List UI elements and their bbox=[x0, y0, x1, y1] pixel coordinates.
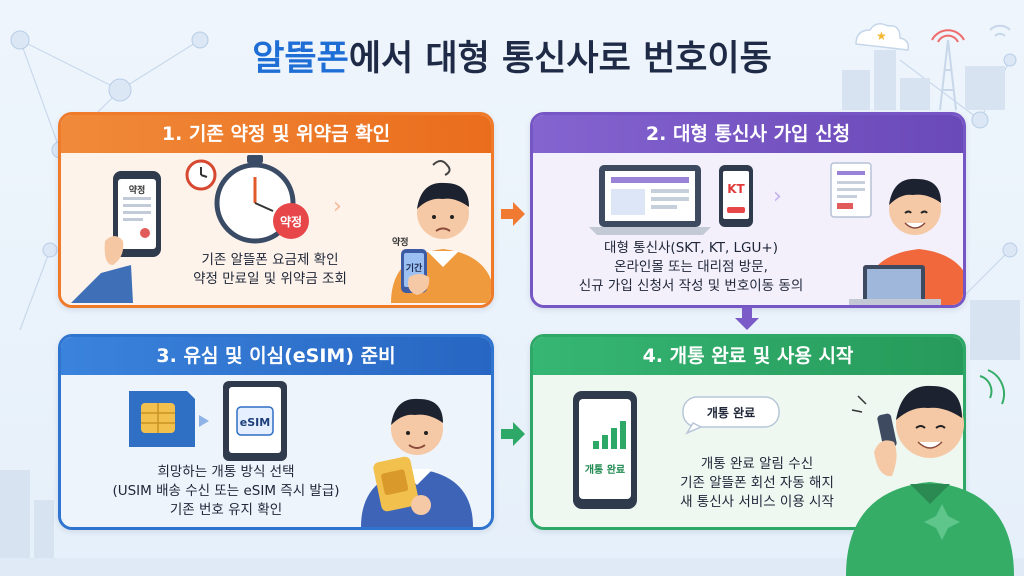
step-4-heading: 4. 개통 완료 및 사용 시작 bbox=[533, 337, 963, 375]
step-1-card: 1. 기존 약정 및 위약금 확인 약정 bbox=[58, 112, 494, 308]
step-2-heading: 2. 대형 통신사 가입 신청 bbox=[533, 115, 963, 153]
contract-badge-label: 약정 bbox=[280, 214, 302, 229]
document-icon bbox=[830, 162, 872, 218]
person-tag-label: 약정 bbox=[392, 236, 409, 248]
carrier-label: KT bbox=[727, 182, 745, 196]
arrow-icon bbox=[199, 415, 209, 427]
arrow-step2-to-step3 bbox=[735, 307, 759, 330]
step-2-line-1: 대형 통신사(SKT, KT, LGU+) bbox=[604, 240, 778, 256]
step-2-illustration: › KT › bbox=[589, 162, 963, 305]
step-3-description: 희망하는 개통 방식 선택 (USIM 배송 수신 또는 eSIM 즉시 발급)… bbox=[81, 463, 371, 520]
signal-bars-icon bbox=[593, 421, 626, 449]
step-2-body: › KT › bbox=[533, 153, 963, 305]
title-accent: 알뜰폰 bbox=[252, 39, 349, 79]
carrier-app-icon bbox=[719, 165, 753, 227]
phone-icon bbox=[71, 171, 161, 303]
step-3-body: eSIM 희망하는 개통 방식 선택 (USIM 배송 수신 또는 eSIM 즉… bbox=[61, 375, 491, 527]
svg-text:★: ★ bbox=[876, 29, 887, 43]
step-3-card: 3. 유심 및 이심(eSIM) 준비 eSIM bbox=[58, 334, 494, 530]
step-3-line-2: (USIM 배송 수신 또는 eSIM 즉시 발급) bbox=[112, 483, 340, 499]
step-1-body: 약정 약정 › bbox=[61, 153, 491, 305]
step-1-description: 기존 알뜰폰 요금제 확인 약정 만료일 및 위약금 조회 bbox=[165, 251, 375, 289]
smiling-person bbox=[849, 178, 963, 305]
step-3-illustration: eSIM bbox=[129, 381, 473, 527]
page-title: 알뜰폰에서 대형 통신사로 번호이동 bbox=[0, 30, 1024, 81]
phone-screen-label: 기간 bbox=[406, 262, 423, 274]
laptop-icon bbox=[589, 165, 711, 235]
worried-person bbox=[391, 160, 491, 303]
activated-phone bbox=[573, 391, 637, 509]
bubble-label: 개통 완료 bbox=[707, 405, 755, 420]
svg-text:›: › bbox=[333, 194, 342, 219]
step-2-card: 2. 대형 통신사 가입 신청 › KT › bbox=[530, 112, 966, 308]
phone-activated-label: 개통 완료 bbox=[585, 463, 625, 476]
step-3-line-1: 희망하는 개통 방식 선택 bbox=[157, 464, 295, 480]
step-3-heading: 3. 유심 및 이심(eSIM) 준비 bbox=[61, 337, 491, 375]
wifi-icon bbox=[979, 369, 1005, 405]
arrow-step3-to-step4 bbox=[501, 422, 525, 446]
step-1-heading: 1. 기존 약정 및 위약금 확인 bbox=[61, 115, 491, 153]
step-4-line-2: 기존 알뜰폰 회선 자동 해지 bbox=[680, 475, 834, 491]
step-4-illustration: 개통 완료 개통 완료 bbox=[573, 391, 780, 509]
esim-icon bbox=[223, 381, 287, 461]
step-4-description: 개통 완료 알림 수신 기존 알뜰폰 회선 자동 해지 새 통신사 서비스 이용… bbox=[651, 455, 863, 512]
step-2-description: 대형 통신사(SKT, KT, LGU+) 온라인몰 또는 대리점 방문, 신규… bbox=[541, 239, 841, 296]
person-on-phone bbox=[846, 369, 1014, 576]
step-1-line-1: 기존 알뜰폰 요금제 확인 bbox=[201, 252, 339, 268]
step-1-line-2: 약정 만료일 및 위약금 조회 bbox=[193, 271, 347, 287]
esim-label: eSIM bbox=[240, 416, 270, 429]
person-with-sim bbox=[361, 398, 473, 527]
svg-text:›: › bbox=[773, 184, 782, 209]
arrow-step1-to-step2 bbox=[501, 202, 525, 226]
phone-doc-label: 약정 bbox=[129, 184, 146, 196]
speech-bubble-icon bbox=[682, 396, 780, 435]
step-3-line-3: 기존 번호 유지 확인 bbox=[169, 502, 283, 518]
step-4-line-3: 새 통신사 서비스 이용 시작 bbox=[680, 494, 834, 510]
contract-badge bbox=[273, 203, 309, 239]
step-2-line-3: 신규 가입 신청서 작성 및 번호이동 동의 bbox=[578, 278, 804, 294]
sim-card-icon bbox=[129, 391, 195, 447]
title-rest: 에서 대형 통신사로 번호이동 bbox=[348, 39, 772, 79]
step-4-line-1: 개통 완료 알림 수신 bbox=[700, 456, 814, 472]
step-1-illustration: 약정 약정 › bbox=[71, 155, 491, 303]
step-2-line-2: 온라인몰 또는 대리점 방문, bbox=[614, 259, 768, 275]
